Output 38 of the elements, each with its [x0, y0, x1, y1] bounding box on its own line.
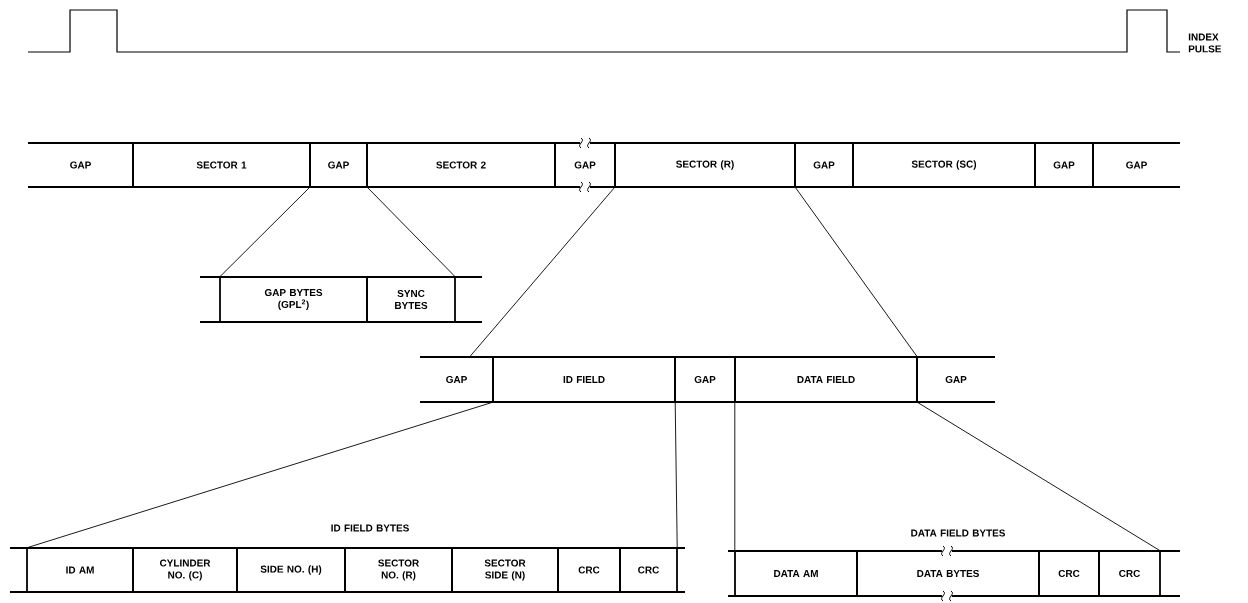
- expansion-line: [916, 401, 1161, 552]
- expansion-line: [219, 186, 311, 278]
- field-cell: DATA FIELD: [734, 356, 918, 403]
- field-cell: DATA AM: [734, 550, 858, 597]
- field-cell: SECTOR 1: [132, 142, 311, 188]
- field-cell: CRC: [557, 547, 621, 593]
- field-cell: SYNC BYTES: [366, 276, 456, 323]
- field-cell: ID AM: [26, 547, 134, 593]
- field-cell: SECTOR SIDE (N): [451, 547, 559, 593]
- field-cell: GAP: [27, 142, 134, 188]
- field-cell: GAP: [309, 142, 368, 188]
- field-cell: SECTOR NO. (R): [344, 547, 453, 593]
- expansion-line: [794, 186, 918, 358]
- field-cell: GAP: [916, 356, 996, 403]
- field-cell: ID FIELD: [492, 356, 676, 403]
- field-cell: SECTOR 2: [366, 142, 556, 188]
- row-heading: INDEX PULSE: [1188, 33, 1222, 53]
- field-cell: CRC: [1038, 550, 1100, 597]
- field-cell: SECTOR (SC): [852, 142, 1036, 188]
- field-cell: SIDE NO. (H): [236, 547, 346, 593]
- field-cell: SECTOR (R): [614, 142, 796, 188]
- field-cell: GAP: [794, 142, 854, 188]
- expansion-line: [734, 401, 736, 552]
- expansion-line: [469, 186, 616, 358]
- expansion-line: [674, 401, 678, 549]
- field-cell: GAP BYTES (GPL$^{2}$): [219, 276, 368, 323]
- row-heading: ID FIELD BYTES: [331, 524, 409, 532]
- field-cell: CYLINDER NO. (C): [132, 547, 238, 593]
- field-cell: GAP: [1034, 142, 1094, 188]
- field-cell: GAP: [554, 137, 616, 193]
- field-cell: CRC: [1098, 550, 1161, 597]
- field-cell: DATA BYTES: [856, 545, 1040, 602]
- field-cell: GAP: [419, 356, 494, 403]
- expansion-line: [26, 401, 494, 549]
- expansion-line: [366, 186, 456, 278]
- field-cell: GAP: [674, 356, 736, 403]
- field-cell: GAP: [1092, 142, 1181, 188]
- field-cell: CRC: [619, 547, 678, 593]
